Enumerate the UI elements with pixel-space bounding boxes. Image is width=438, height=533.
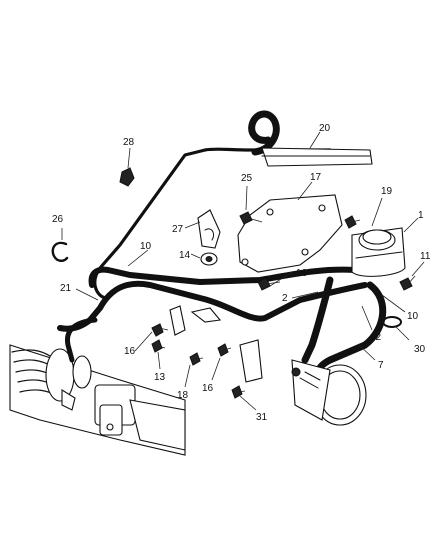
callout-31: 31 <box>256 412 268 423</box>
leader-lines <box>61 131 425 411</box>
callout-12: 12 <box>370 332 382 343</box>
callout-28: 28 <box>123 137 135 148</box>
mounting-bracket <box>237 194 343 273</box>
callout-1: 1 <box>418 210 424 221</box>
callout-30: 30 <box>414 344 426 355</box>
callout-7: 7 <box>378 360 384 371</box>
callout-16-center: 16 <box>202 383 214 394</box>
hose-assemblies <box>57 110 387 384</box>
callout-11: 11 <box>420 251 431 262</box>
reservoir <box>351 227 406 277</box>
callout-14: 14 <box>179 250 191 261</box>
steering-gear-rack <box>9 344 186 456</box>
callout-10-right: 10 <box>407 311 419 322</box>
callout-16-bracket: 16 <box>296 268 308 279</box>
power-steering-pump <box>291 359 367 426</box>
callout-16-left: 16 <box>124 346 136 357</box>
hose-clamp <box>197 209 221 249</box>
fasteners <box>51 167 416 399</box>
callout-26: 26 <box>52 214 64 225</box>
callout-10-left: 10 <box>140 241 152 252</box>
callout-21: 21 <box>60 283 72 294</box>
callout-27: 27 <box>172 224 184 235</box>
callout-13: 13 <box>154 372 166 383</box>
callout-20: 20 <box>319 123 331 134</box>
callout-labels: 1 2 7 10 10 11 12 13 14 16 16 16 17 18 1… <box>52 123 431 423</box>
callout-25: 25 <box>241 173 253 184</box>
callout-2: 2 <box>282 293 288 304</box>
callout-19: 19 <box>381 186 393 197</box>
callout-18: 18 <box>177 390 189 401</box>
callout-17: 17 <box>310 172 322 183</box>
